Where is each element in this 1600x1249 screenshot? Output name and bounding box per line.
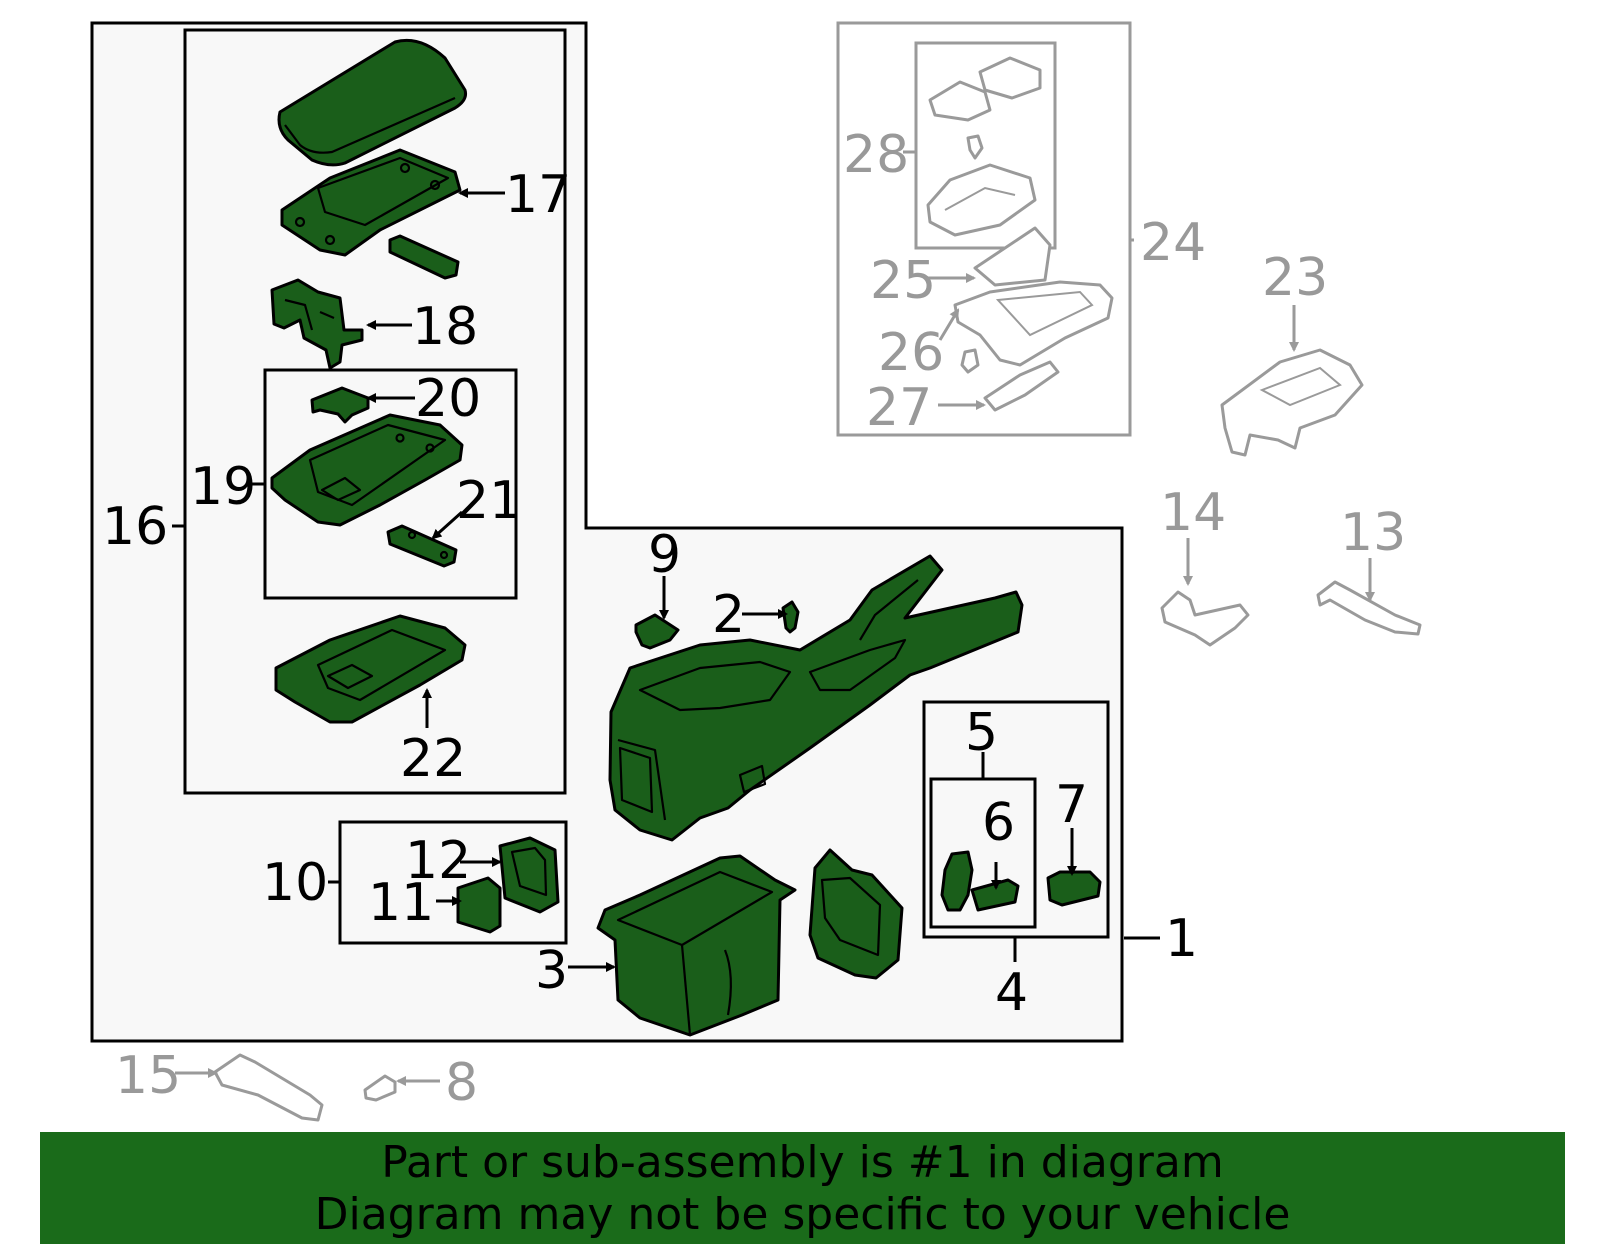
callout-8: 8 (445, 1053, 478, 1113)
leader-lines (172, 150, 1375, 1086)
callout-13: 13 (1340, 503, 1406, 563)
bracket-part[interactable] (808, 848, 904, 980)
callout-23: 23 (1262, 248, 1328, 308)
subassembly-28-frame (914, 41, 1057, 250)
shift-plate-part-23[interactable] (1220, 348, 1364, 457)
callout-11: 11 (368, 873, 434, 933)
storage-box-part-3[interactable] (596, 854, 797, 1037)
bracket-part-15[interactable] (213, 1053, 324, 1122)
callout-25: 25 (870, 251, 936, 311)
socket-part-6[interactable] (940, 850, 1020, 912)
latch-part-21[interactable] (386, 524, 458, 568)
main-assembly-frame (90, 21, 1124, 1043)
clip-part-26[interactable] (960, 348, 980, 374)
subassembly-16-frame (183, 28, 567, 795)
hinge-bracket-part-18[interactable] (270, 278, 364, 370)
callout-6: 6 (982, 793, 1015, 853)
lighter-part-7[interactable] (1046, 870, 1102, 907)
bezel-part-24[interactable] (953, 280, 1114, 367)
info-banner: Part or sub-assembly is #1 in diagram Di… (40, 1132, 1565, 1244)
callout-10: 10 (262, 853, 328, 913)
cover-part-9[interactable] (634, 613, 680, 650)
armrest-base-part-17[interactable] (280, 148, 462, 280)
callout-26: 26 (878, 323, 944, 383)
callout-1: 1 (1165, 909, 1198, 969)
subassembly-24-frame (836, 21, 1132, 437)
screw-part-2[interactable] (781, 600, 800, 634)
callout-5: 5 (965, 703, 998, 763)
callout-27: 27 (866, 378, 932, 438)
callout-28: 28 (843, 125, 909, 185)
callout-16: 16 (102, 497, 168, 557)
callout-24: 24 (1140, 213, 1206, 273)
banner-line-1: Part or sub-assembly is #1 in diagram (381, 1137, 1224, 1188)
bracket-part-14[interactable] (1160, 590, 1250, 647)
callout-4: 4 (995, 963, 1028, 1023)
banner-line-2: Diagram may not be specific to your vehi… (314, 1189, 1291, 1240)
callout-19: 19 (190, 457, 256, 517)
callout-7: 7 (1055, 775, 1088, 835)
small-clip-part-20[interactable] (310, 386, 370, 424)
callout-2: 2 (712, 585, 745, 645)
callout-labels: 1 2 3 4 5 6 7 8 9 10 11 12 13 14 15 16 1… (102, 125, 1406, 1113)
callout-12: 12 (405, 831, 471, 891)
callout-22: 22 (400, 729, 466, 789)
callout-3: 3 (535, 941, 568, 1001)
pocket-part-12[interactable] (498, 836, 560, 914)
callout-15: 15 (115, 1046, 181, 1106)
armrest-lid-part[interactable] (277, 38, 467, 167)
pocket-part-11[interactable] (456, 876, 502, 934)
bracket-part-13[interactable] (1316, 580, 1422, 636)
clip-part-8[interactable] (363, 1074, 397, 1102)
callout-21: 21 (456, 471, 522, 531)
callout-9: 9 (648, 525, 681, 585)
trim-panel-part-25[interactable] (973, 226, 1052, 287)
callout-17: 17 (505, 165, 571, 225)
callout-18: 18 (412, 297, 478, 357)
callout-14: 14 (1160, 483, 1226, 543)
subassembly-4-frame (922, 700, 1110, 939)
callout-20: 20 (415, 369, 481, 429)
cup-holder-cover-part-28[interactable] (926, 56, 1042, 237)
armrest-bottom-part-22[interactable] (274, 614, 467, 724)
trim-part-27[interactable] (983, 360, 1060, 412)
tray-part-19[interactable] (270, 413, 464, 527)
console-body-part[interactable] (608, 554, 1024, 842)
